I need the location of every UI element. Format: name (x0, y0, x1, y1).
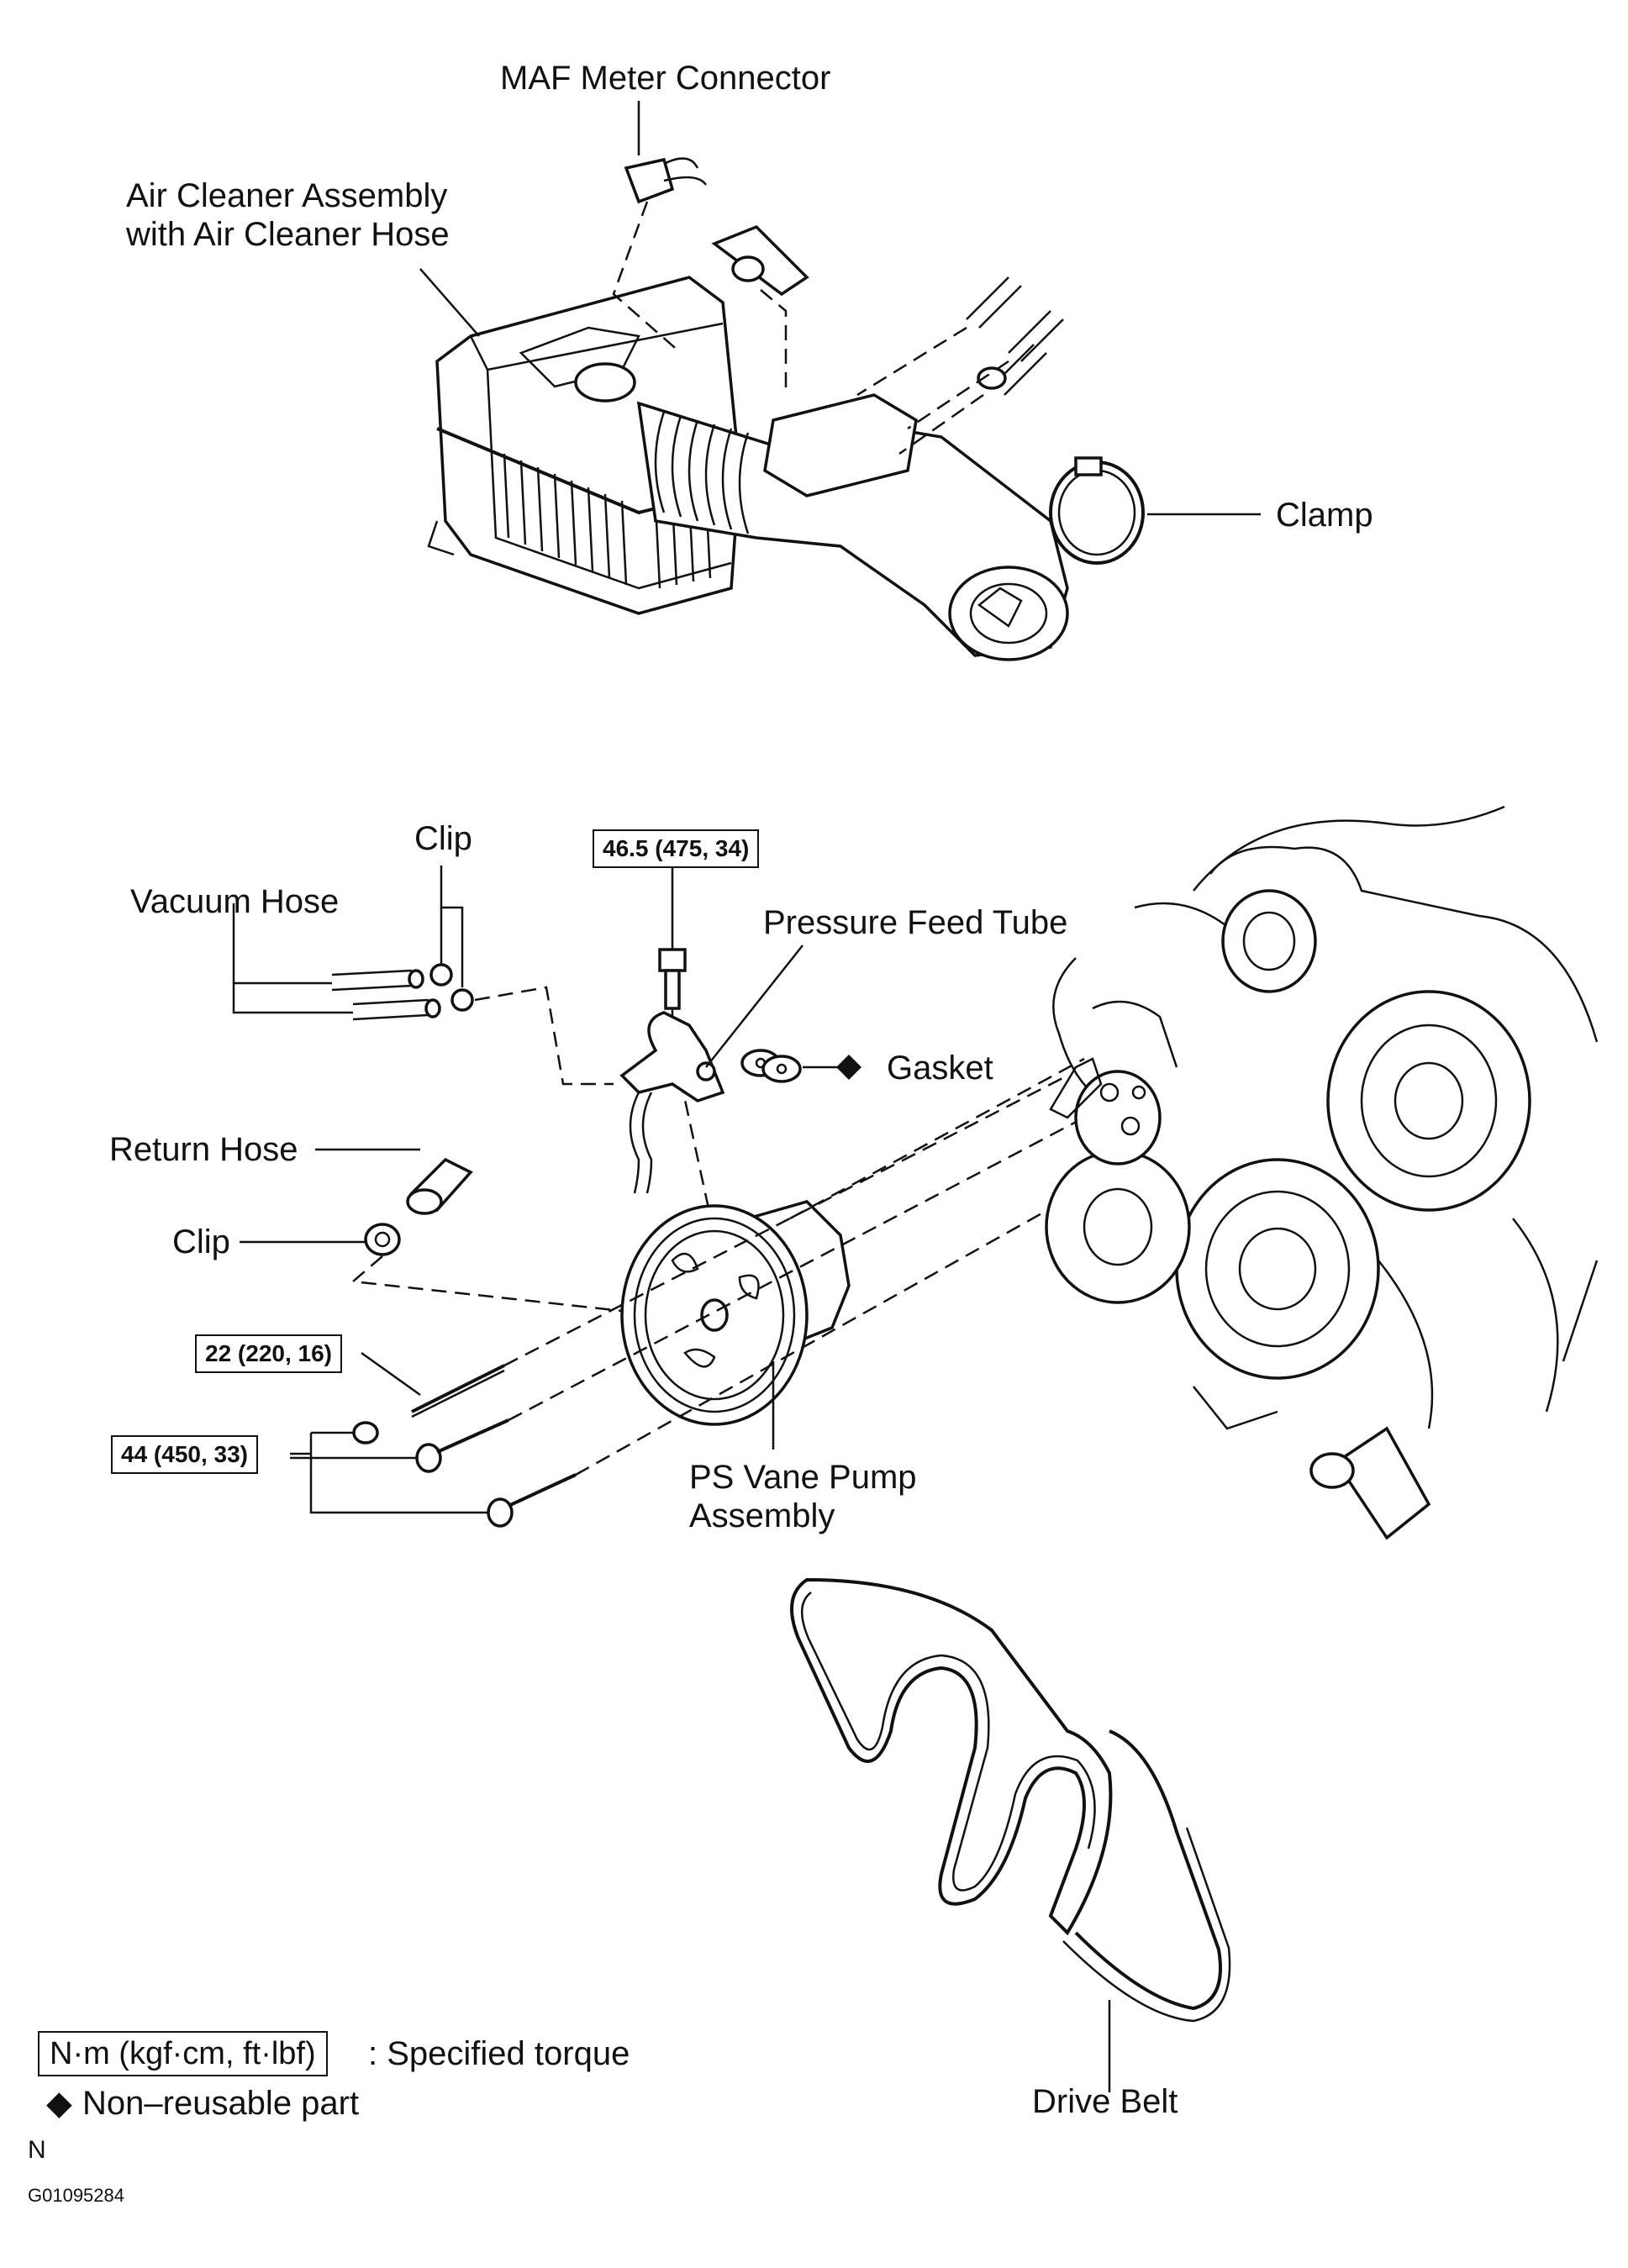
ps-vane-pump-assembly-label: PS Vane Pump Assembly (689, 1459, 917, 1534)
vacuum-hose-drawing (232, 903, 441, 1021)
vacuum-hose-label: Vacuum Hose (130, 883, 340, 920)
gasket-drawing (740, 1049, 861, 1083)
drive-belt-label: Drive Belt (1032, 2083, 1178, 2120)
pressure-feed-tube-drawing (619, 945, 803, 1194)
engine-code: N (28, 2136, 46, 2164)
gasket-label: Gasket (887, 1050, 993, 1087)
air-cleaner-hose-drawing (636, 393, 1069, 661)
legend-nonreusable-symbol: ◆ (46, 2085, 72, 2122)
legend-torque-desc: : Specified torque (368, 2035, 630, 2072)
clamp-drawing (1049, 456, 1261, 565)
figure-id: G01095284 (28, 2185, 124, 2206)
maf-connector-drawing (612, 157, 708, 354)
pressure-feed-tube-label: Pressure Feed Tube (763, 904, 1068, 941)
return-hose-label: Return Hose (109, 1131, 298, 1168)
maf-meter-connector-label: MAF Meter Connector (500, 60, 831, 97)
drive-belt-drawing (790, 1577, 1231, 2092)
top-hoses-drawing (711, 224, 1064, 455)
ps-vane-pump-drawing (620, 1200, 851, 1450)
clip-top-label: Clip (414, 820, 472, 857)
torque-mount-bolts: 44 (450, 33) (111, 1435, 258, 1474)
clamp-label: Clamp (1276, 497, 1373, 534)
clip-top-drawing (429, 866, 614, 1086)
return-hose-drawing (315, 1148, 473, 1215)
engine-drawing (1045, 805, 1599, 1540)
air-cleaner-assembly-label: Air Cleaner Assembly with Air Cleaner Ho… (126, 177, 450, 253)
legend-torque-box: N·m (kgf·cm, ft·lbf) (38, 2031, 328, 2076)
clip-left-drawing (240, 1223, 623, 1313)
torque-union-bolt: 46.5 (475, 34) (593, 829, 760, 868)
clip-left-label: Clip (172, 1223, 230, 1260)
legend-nonreusable-desc: Non–reusable part (82, 2085, 360, 2122)
bolts-drawing (290, 1057, 1093, 1528)
torque-stud-bolt: 22 (220, 16) (195, 1334, 342, 1373)
